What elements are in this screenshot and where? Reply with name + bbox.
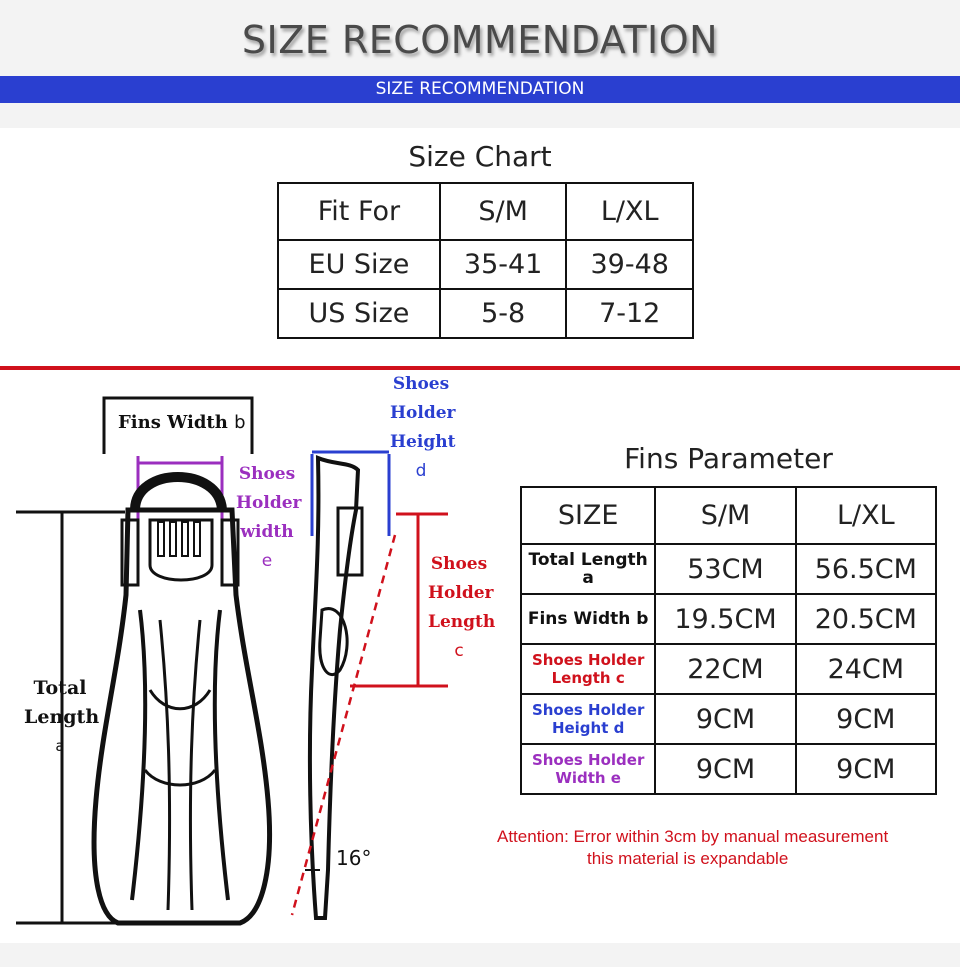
table-cell: 56.5CM (794, 543, 938, 595)
label-line: Height (390, 432, 456, 452)
table-cell: SIZE (519, 486, 657, 545)
subtitle-bar: SIZE RECOMMENDATION (0, 76, 960, 103)
table-cell: L/XL (794, 486, 938, 545)
label-letter: d (415, 461, 427, 481)
footer-band (0, 943, 960, 967)
table-cell: S/M (438, 182, 568, 241)
label-letter: c (454, 641, 464, 661)
label-line: Shoes (392, 374, 450, 394)
row-label-line-1: Shoes Holder (531, 651, 645, 669)
table-row: Shoes Holder Length c 22CM 24CM (519, 643, 938, 695)
row-label-line-1: Shoes Holder (531, 751, 645, 769)
fins-parameter-table: SIZE S/M L/XL Total Length a 53CM 56.5CM… (519, 486, 938, 795)
attention-note: Attention: Error within 3cm by manual me… (497, 826, 957, 870)
size-chart-table: Fit For S/M L/XL EU Size 35-41 39-48 US … (277, 182, 694, 339)
table-row: Fit For S/M L/XL (277, 182, 694, 241)
header-band (0, 0, 960, 128)
row-label: Total Length a (519, 543, 657, 595)
angle-label: 16° (336, 846, 372, 870)
label-line: Length (428, 612, 496, 632)
fin-illustration (16, 396, 448, 926)
shoes-holder-height-bracket (310, 450, 391, 536)
shoes-holder-length-label: Shoes Holder Length c (428, 550, 496, 666)
label-line: Holder (236, 493, 302, 513)
table-cell: L/XL (565, 182, 694, 241)
table-cell: Fit For (277, 182, 441, 241)
total-length-letter: a (55, 737, 65, 755)
row-label-line-1: Shoes Holder (531, 701, 645, 719)
table-cell: 9CM (794, 743, 938, 795)
table-cell: S/M (654, 486, 797, 545)
label-line: width (240, 522, 294, 542)
table-cell: 5-8 (438, 288, 568, 339)
page-title: SIZE RECOMMENDATION (241, 18, 719, 62)
table-header-row: SIZE S/M L/XL (519, 486, 938, 545)
size-chart-title: Size Chart (408, 140, 552, 173)
table-cell: 19.5CM (654, 593, 797, 645)
table-cell: 9CM (654, 743, 797, 795)
total-length-bracket (16, 510, 125, 925)
table-cell: 53CM (654, 543, 797, 595)
table-cell: 20.5CM (794, 593, 938, 645)
table-row: Shoes Holder Width e 9CM 9CM (519, 743, 938, 795)
attention-line-2: this material is expandable (587, 849, 789, 868)
table-cell: 9CM (654, 693, 797, 745)
fins-width-label: Fins Width b (118, 408, 246, 437)
label-line: Shoes (238, 464, 296, 484)
table-row: US Size 5-8 7-12 (277, 288, 694, 339)
table-cell: 9CM (794, 693, 938, 745)
row-label-line-2: Height d (551, 719, 625, 737)
fin-side-view (307, 454, 364, 920)
fin-front-view (91, 472, 273, 926)
total-length-label: Total Length a (24, 674, 100, 761)
table-cell: 7-12 (565, 288, 694, 339)
row-label: Shoes Holder Length c (519, 643, 657, 695)
fins-parameter-title: Fins Parameter (624, 442, 833, 475)
total-length-line-2: Length (24, 706, 100, 728)
total-length-line-1: Total (33, 677, 87, 699)
table-row: Shoes Holder Height d 9CM 9CM (519, 693, 938, 745)
shoes-holder-height-label: Shoes Holder Height d (390, 370, 456, 486)
fins-width-text: Fins Width (118, 412, 228, 433)
row-label-line-2: Length c (551, 669, 625, 687)
table-row: EU Size 35-41 39-48 (277, 239, 694, 290)
shoes-holder-length-bracket (350, 512, 448, 688)
table-cell: 39-48 (565, 239, 694, 290)
row-label: Shoes Holder Height d (519, 693, 657, 745)
row-label: Shoes Holder Width e (519, 743, 657, 795)
row-label-line-2: Width e (555, 769, 621, 787)
label-line: Holder (390, 403, 456, 423)
subtitle-text: SIZE RECOMMENDATION (375, 79, 585, 99)
section-divider (0, 366, 960, 370)
angle-line (290, 534, 397, 916)
attention-line-1: Attention: Error within 3cm by manual me… (497, 827, 889, 846)
row-label: Fins Width b (519, 593, 657, 645)
label-letter: e (261, 551, 273, 571)
table-row: Fins Width b 19.5CM 20.5CM (519, 593, 938, 645)
table-cell: 35-41 (438, 239, 568, 290)
table-cell: 24CM (794, 643, 938, 695)
table-cell: US Size (277, 288, 441, 339)
shoes-holder-width-label: Shoes Holder width e (236, 460, 302, 576)
label-line: Shoes (430, 554, 488, 574)
fin-diagram: Fins Width b Total Length a Shoes Holder… (0, 370, 500, 943)
table-cell: EU Size (277, 239, 441, 290)
table-cell: 22CM (654, 643, 797, 695)
label-line: Holder (428, 583, 494, 603)
table-row: Total Length a 53CM 56.5CM (519, 543, 938, 595)
fins-width-bracket (102, 396, 254, 454)
fins-width-letter: b (234, 412, 246, 433)
